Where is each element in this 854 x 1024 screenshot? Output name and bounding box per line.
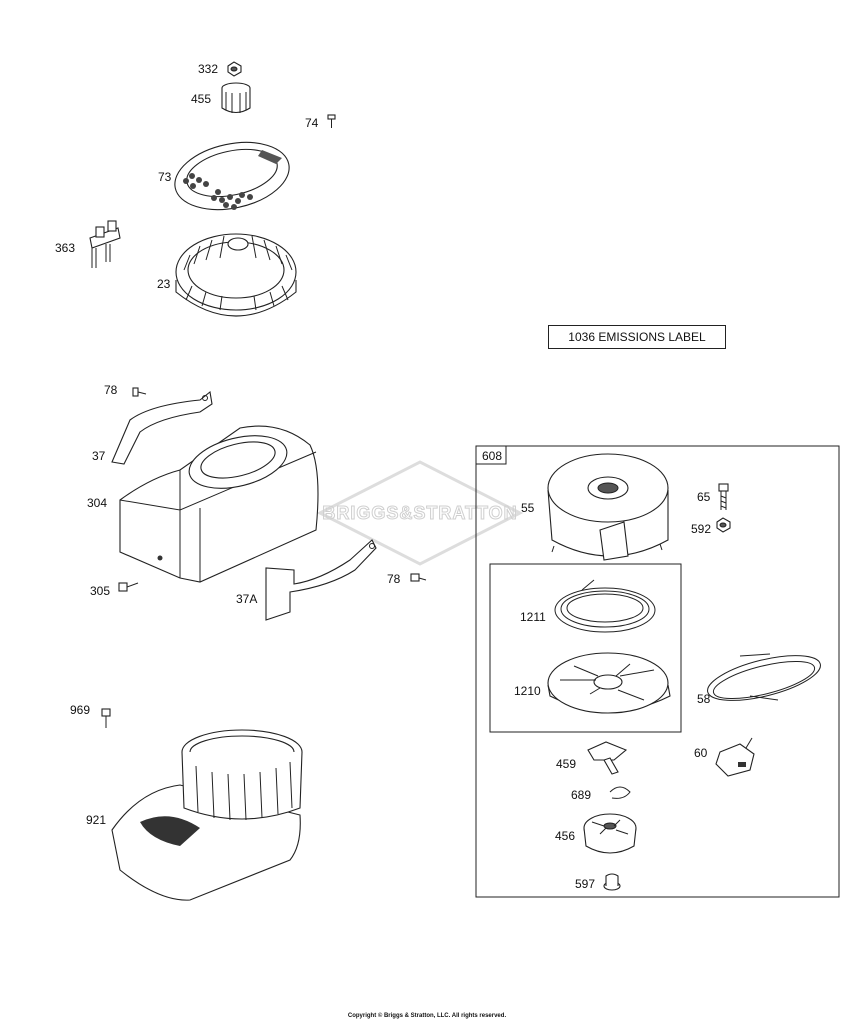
label-65: 65 (697, 490, 711, 504)
label-363: 363 (55, 241, 75, 255)
label-304: 304 (87, 496, 107, 510)
part-55-starter-housing[interactable] (547, 453, 669, 561)
emissions-label-box[interactable]: 1036 EMISSIONS LABEL (548, 325, 726, 349)
part-332-nut[interactable] (227, 61, 242, 77)
part-74-screw[interactable] (327, 114, 336, 128)
label-456: 456 (555, 829, 575, 843)
label-592: 592 (691, 522, 711, 536)
label-455: 455 (191, 92, 211, 106)
label-74: 74 (305, 116, 319, 130)
inner-kit-frame (489, 563, 682, 733)
label-969: 969 (70, 703, 90, 717)
svg-text:BRIGGS&STRATTON: BRIGGS&STRATTON (322, 503, 517, 523)
label-332: 332 (198, 62, 218, 76)
label-921: 921 (86, 813, 106, 827)
part-455-adapter[interactable] (221, 82, 251, 114)
label-23: 23 (157, 277, 171, 291)
kit-608-frame (475, 445, 840, 898)
label-37: 37 (92, 449, 106, 463)
label-608: 608 (482, 449, 502, 463)
part-363-bracket[interactable] (89, 220, 121, 268)
part-78-screw-upper[interactable] (132, 387, 147, 397)
part-305-screw[interactable] (118, 582, 139, 592)
label-78-lower: 78 (387, 572, 401, 586)
part-689-retainer[interactable] (609, 786, 631, 799)
part-37-baffle[interactable] (111, 390, 213, 465)
label-459: 459 (556, 757, 576, 771)
copyright-notice: Copyright © Briggs & Stratton, LLC. All … (347, 1013, 507, 1019)
label-37A: 37A (236, 592, 257, 606)
part-65-bolt[interactable] (718, 483, 729, 510)
label-73: 73 (158, 170, 172, 184)
part-78-screw-lower[interactable] (410, 573, 427, 582)
part-921-cover[interactable] (111, 729, 303, 901)
label-305: 305 (90, 584, 110, 598)
part-73-screen[interactable] (169, 133, 296, 220)
label-597: 597 (575, 877, 595, 891)
part-58-rope[interactable] (703, 647, 824, 710)
part-23-flywheel[interactable] (175, 233, 297, 317)
part-592-nut[interactable] (716, 517, 731, 533)
part-1211-spring[interactable] (554, 579, 656, 633)
part-459-dog[interactable] (587, 741, 628, 775)
part-304-blower-housing[interactable] (119, 425, 319, 583)
brand-watermark: BRIGGS&STRATTON (316, 460, 524, 566)
part-597-screw[interactable] (603, 873, 621, 891)
label-58: 58 (697, 692, 711, 706)
part-456-cup[interactable] (583, 813, 637, 854)
label-60: 60 (694, 746, 708, 760)
label-78-upper: 78 (104, 383, 118, 397)
part-37A-baffle[interactable] (265, 539, 377, 621)
part-1210-pulley[interactable] (547, 652, 671, 714)
label-689: 689 (571, 788, 591, 802)
label-1210: 1210 (514, 684, 541, 698)
part-60-handle[interactable] (715, 737, 755, 777)
label-55: 55 (521, 501, 535, 515)
label-1211: 1211 (520, 610, 546, 624)
part-969-screw[interactable] (101, 708, 111, 728)
